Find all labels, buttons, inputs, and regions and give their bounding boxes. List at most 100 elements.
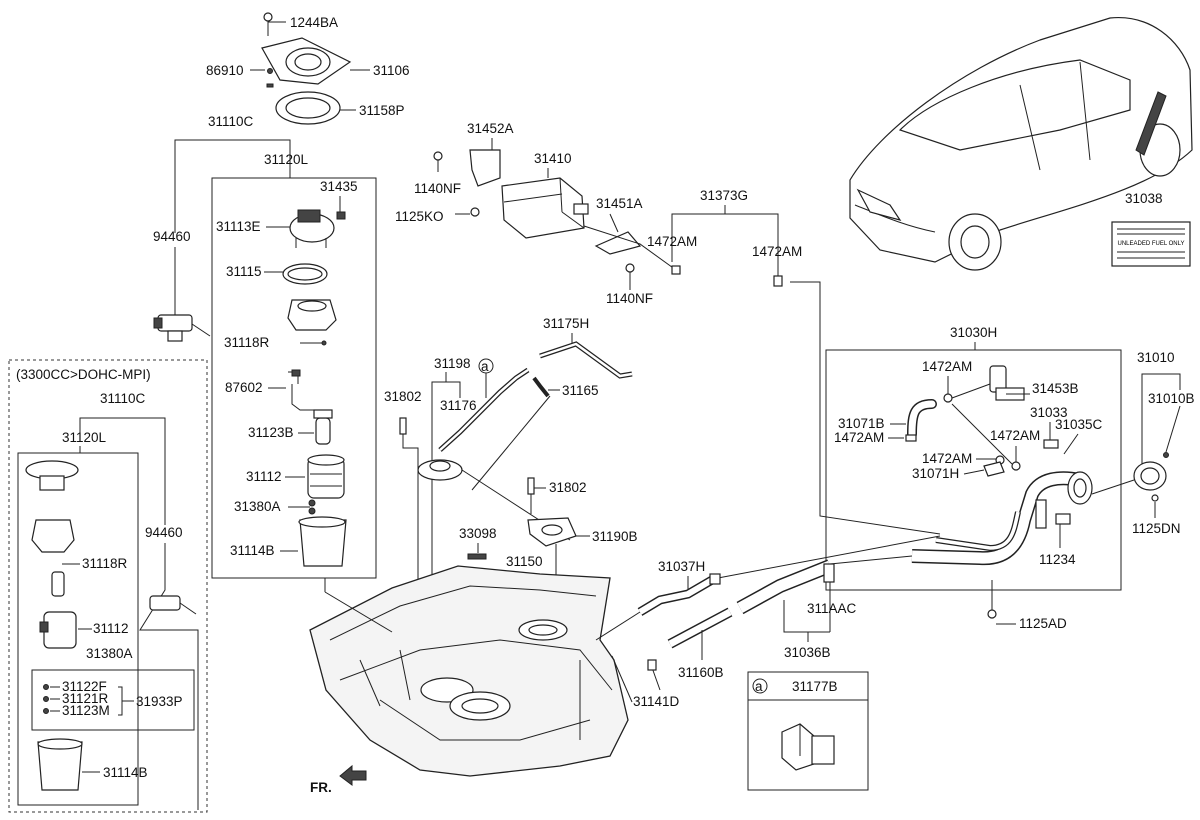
label-31158P: 31158P <box>359 103 405 118</box>
label-1472AM-e: 1472AM <box>990 428 1040 443</box>
valve-cover-plate-icon <box>527 517 577 547</box>
canister-bracket-icon <box>469 149 501 187</box>
detail-box-a <box>747 671 869 791</box>
label-31010B: 31010B <box>1148 391 1195 406</box>
ref-marker-a-box-label: a <box>755 679 763 694</box>
engine-variant-box <box>8 359 208 813</box>
label-11234: 11234 <box>1039 552 1076 567</box>
label-31113E: 31113E <box>216 219 261 234</box>
label-31036B: 31036B <box>784 645 831 660</box>
variant-pump-motor-icon <box>39 611 77 649</box>
front-marker: FR. <box>310 780 332 795</box>
engine-variant-note: (3300CC>DOHC-MPI) <box>16 367 151 382</box>
fuel-sender-icon <box>153 314 211 342</box>
label-31380A-top: 31380A <box>234 499 281 514</box>
filler-neck-pipe-icon <box>911 471 1093 566</box>
label-1125KO: 1125KO <box>395 209 444 224</box>
label-1140NF-a: 1140NF <box>414 181 461 196</box>
label-31038: 31038 <box>1125 191 1163 206</box>
label-31165: 31165 <box>562 383 599 398</box>
label-31373G: 31373G <box>700 188 748 203</box>
hose-clip-icon <box>781 723 835 771</box>
label-31120L-left: 31120L <box>62 430 107 445</box>
label-31112-top: 31112 <box>246 469 282 484</box>
pump-bracket-icon <box>287 299 337 331</box>
vent-line-icon <box>539 341 633 379</box>
label-87602: 87602 <box>225 380 263 395</box>
variant-fuel-sender-icon <box>149 595 197 615</box>
label-1472AM-a: 1472AM <box>647 234 697 249</box>
label-94460-left: 94460 <box>145 525 183 540</box>
variant-pump-box <box>17 452 139 806</box>
label-31110C-top: 31110C <box>208 114 254 129</box>
label-31435: 31435 <box>320 179 358 194</box>
seal-kit-box <box>31 669 195 731</box>
label-31452A: 31452A <box>467 121 514 136</box>
label-31010: 31010 <box>1137 350 1175 365</box>
label-31121R: 31121R <box>62 691 109 706</box>
label-33098: 33098 <box>459 526 497 541</box>
label-31141D: 31141D <box>633 694 680 709</box>
label-31123B: 31123B <box>248 425 294 440</box>
front-arrow-icon <box>339 764 367 786</box>
label-31933P: 31933P <box>136 694 183 709</box>
label-31037H: 31037H <box>658 559 705 574</box>
label-31071B: 31071B <box>838 416 885 431</box>
label-31115: 31115 <box>226 264 262 279</box>
label-31120L-top: 31120L <box>264 152 309 167</box>
label-31110C-left: 31110C <box>100 391 146 406</box>
label-1472AM-d: 1472AM <box>834 430 884 445</box>
label-311AAC: 311AAC <box>807 601 857 616</box>
label-31198: 31198 <box>434 356 471 371</box>
label-31106: 31106 <box>373 63 410 78</box>
label-31114B-top: 31114B <box>230 543 275 558</box>
label-31451A: 31451A <box>596 196 643 211</box>
filler-neck-box <box>825 349 1122 591</box>
label-1472AM-b: 1472AM <box>752 244 802 259</box>
label-31071H: 31071H <box>912 466 959 481</box>
label-1472AM-c: 1472AM <box>922 359 972 374</box>
variant-filter-icon <box>51 571 65 597</box>
vehicle-outline-icon <box>849 17 1193 271</box>
fuel-pump-motor-icon <box>307 454 345 499</box>
bolt-icon <box>399 417 407 435</box>
charcoal-canister-icon <box>501 177 589 239</box>
label-31035C: 31035C <box>1055 417 1103 432</box>
fuel-tank-icon <box>309 565 629 777</box>
label-1472AM-f: 1472AM <box>922 451 972 466</box>
label-1125AD: 1125AD <box>1019 616 1067 631</box>
label-31160B: 31160B <box>678 665 724 680</box>
label-31802-a: 31802 <box>384 389 422 404</box>
label-31453B: 31453B <box>1032 381 1079 396</box>
label-31177B: 31177B <box>792 679 838 694</box>
label-31150: 31150 <box>506 554 543 569</box>
variant-pump-flange-icon <box>25 460 79 553</box>
pump-flange-icon <box>289 209 335 248</box>
label-31123M: 31123M <box>62 703 110 718</box>
label-31118R-left: 31118R <box>82 556 128 571</box>
label-1140NF-b: 1140NF <box>606 291 653 306</box>
label-31410: 31410 <box>534 151 572 166</box>
label-31114B-left: 31114B <box>103 765 148 780</box>
vent-valve-icon <box>989 365 1030 401</box>
bolt-icon <box>263 12 273 22</box>
label-31033: 31033 <box>1030 405 1068 420</box>
fuel-cap-icon <box>1091 461 1167 495</box>
label-31118R-top: 31118R <box>224 335 270 350</box>
label-31122F: 31122F <box>62 679 107 694</box>
label-31175H: 31175H <box>543 316 589 331</box>
label-86910: 86910 <box>206 63 244 78</box>
label-1244BA: 1244BA <box>290 15 338 30</box>
ref-marker-a-label: a <box>481 359 489 374</box>
label-31190B: 31190B <box>592 529 638 544</box>
vent-valve-flange-icon <box>417 459 463 481</box>
pump-module-box <box>211 177 377 579</box>
label-31030H: 31030H <box>950 325 997 340</box>
label-94460-top: 94460 <box>153 229 191 244</box>
label-31176: 31176 <box>440 398 477 413</box>
fuel-pump-cover-group <box>250 12 370 125</box>
label-31380A-left: 31380A <box>86 646 133 661</box>
label-31802-b: 31802 <box>549 480 587 495</box>
label-1125DN: 1125DN <box>1132 521 1181 536</box>
